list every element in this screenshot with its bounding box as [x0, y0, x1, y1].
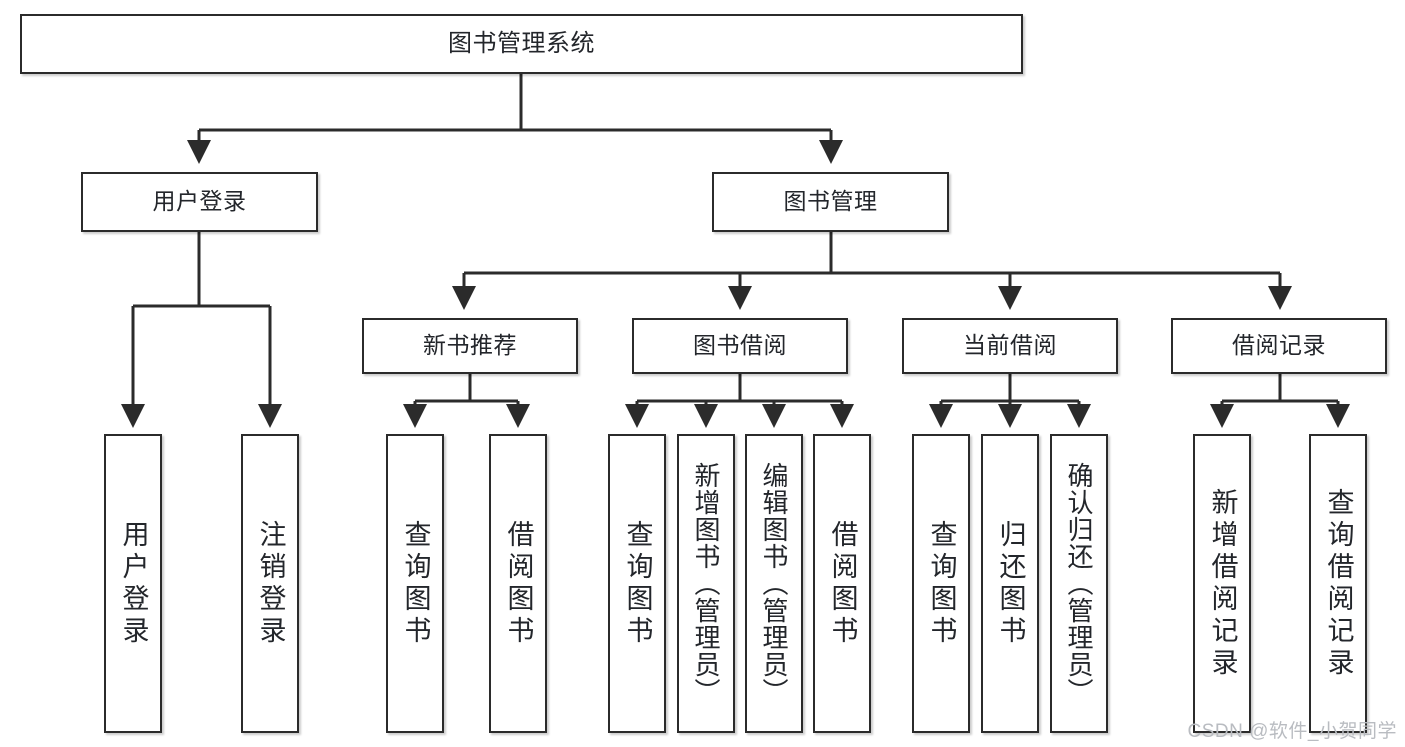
node-label: 借阅记录 — [1232, 332, 1326, 359]
node-book-management[interactable]: 图书管理 — [712, 172, 949, 232]
node-label: 借阅图书 — [503, 519, 534, 648]
node-label: 查询借阅记录 — [1323, 487, 1354, 680]
node-leaf-user-login[interactable]: 用户登录 — [104, 434, 162, 733]
node-leaf-query-borrow-record[interactable]: 查询借阅记录 — [1309, 434, 1367, 733]
node-user-login[interactable]: 用户登录 — [81, 172, 318, 232]
node-current-borrow[interactable]: 当前借阅 — [902, 318, 1118, 374]
node-label: 新增图书（管理员） — [691, 462, 721, 705]
node-label: 图书管理系统 — [448, 29, 595, 57]
node-label: 当前借阅 — [963, 332, 1057, 359]
csdn-watermark: CSDN @软件_小贺同学 — [1187, 721, 1397, 742]
node-label: 用户登录 — [152, 188, 247, 215]
node-label: 编辑图书（管理员） — [759, 462, 789, 705]
node-leaf-query-book-current[interactable]: 查询图书 — [912, 434, 970, 733]
node-borrow-record[interactable]: 借阅记录 — [1171, 318, 1387, 374]
node-leaf-add-borrow-record[interactable]: 新增借阅记录 — [1193, 434, 1251, 733]
node-label: 注销登录 — [255, 519, 286, 648]
node-leaf-query-book-borrow[interactable]: 查询图书 — [608, 434, 666, 733]
node-label: 查询图书 — [622, 519, 653, 648]
node-leaf-query-book-recommend[interactable]: 查询图书 — [386, 434, 444, 733]
node-leaf-add-book-admin[interactable]: 新增图书（管理员） — [677, 434, 735, 733]
node-label: 归还图书 — [995, 519, 1026, 648]
node-label: 查询图书 — [400, 519, 431, 648]
node-leaf-confirm-return-admin[interactable]: 确认归还（管理员） — [1050, 434, 1108, 733]
node-label: 用户登录 — [118, 519, 149, 648]
node-leaf-edit-book-admin[interactable]: 编辑图书（管理员） — [745, 434, 803, 733]
node-leaf-borrow-book-recommend[interactable]: 借阅图书 — [489, 434, 547, 733]
node-leaf-return-book[interactable]: 归还图书 — [981, 434, 1039, 733]
node-label: 新书推荐 — [423, 332, 517, 359]
node-label: 图书借阅 — [693, 332, 787, 359]
node-leaf-borrow-book[interactable]: 借阅图书 — [813, 434, 871, 733]
node-label: 图书管理 — [783, 188, 878, 215]
node-root-book-management-system[interactable]: 图书管理系统 — [20, 14, 1023, 74]
node-label: 借阅图书 — [827, 519, 858, 648]
node-label: 查询图书 — [926, 519, 957, 648]
node-label: 确认归还（管理员） — [1064, 462, 1094, 705]
node-label: 新增借阅记录 — [1207, 487, 1238, 680]
node-leaf-logout[interactable]: 注销登录 — [241, 434, 299, 733]
node-book-borrow[interactable]: 图书借阅 — [632, 318, 848, 374]
node-new-book-recommend[interactable]: 新书推荐 — [362, 318, 578, 374]
